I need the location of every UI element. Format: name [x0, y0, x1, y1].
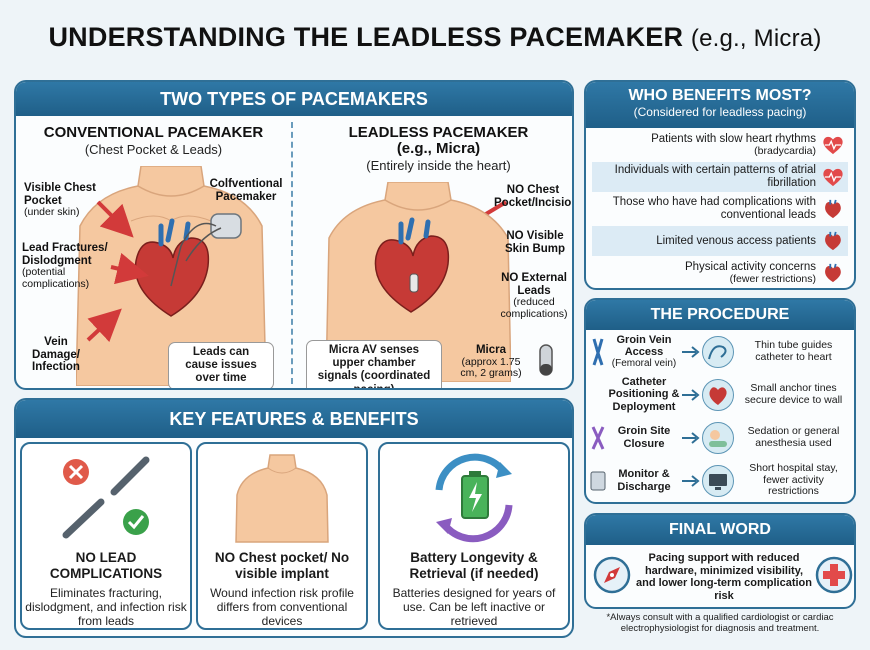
label-lead-fractures: Lead Fractures/ Dislodgment (potential c…: [22, 242, 108, 290]
conventional-callout: Leads can cause issues over time: [168, 342, 274, 388]
procedure-header: THE PROCEDURE: [586, 300, 854, 330]
broken-lead-icon: [62, 456, 150, 539]
procedure-step-detail: Sedation or general anesthesia used: [747, 424, 840, 449]
anatomical-heart-icon: [825, 263, 841, 283]
micra-device-in-heart-icon: [409, 273, 419, 293]
battery-cycle-icon: [435, 453, 513, 543]
heart-rhythm-icon: [823, 136, 843, 155]
heart-anchor-icon: [702, 378, 734, 411]
compass-icon: [593, 556, 631, 594]
feature-card-no-lead: NO LEAD COMPLICATIONS Eliminates fractur…: [20, 442, 192, 630]
who-benefits-header: WHO BENEFITS MOST? (Considered for leadl…: [586, 82, 854, 128]
title-sub: (e.g., Micra): [690, 25, 822, 52]
torso-icon: [235, 454, 329, 543]
feature-title-no-pocket: NO Chest pocket/ No visible implant: [214, 550, 350, 581]
label-no-chest-pocket: NO Chest Pocket/Incision: [494, 184, 574, 209]
procedure-step-detail: Thin tube guides catheter to heart: [754, 338, 833, 363]
who-item: Physical activity concerns(fewer restric…: [592, 258, 848, 288]
label-conventional-pacemaker: Colfventional Pacemaker: [209, 178, 283, 203]
who-item: Patients with slow heart rhythms(bradyca…: [592, 130, 848, 160]
who-item: Individuals with certain patterns of atr…: [592, 162, 848, 192]
who-benefits-panel: WHO BENEFITS MOST? (Considered for leadl…: [584, 80, 856, 290]
label-no-skin-bump: NO Visible Skin Bump: [504, 230, 566, 255]
final-word-text: Pacing support with reduced hardware, mi…: [635, 552, 813, 602]
final-word-panel: FINAL WORD Pacing support with reduced h…: [584, 513, 856, 609]
feature-desc-no-lead: Eliminates fracturing, dislodgment, and …: [25, 586, 187, 628]
catheter-icon: [702, 335, 734, 368]
label-vein-damage: Vein Damage/ Infection: [32, 336, 80, 374]
conventional-heart-icon: [134, 218, 210, 317]
who-subtitle: (Considered for leadless pacing): [633, 105, 807, 120]
procedure-step: Monitor & Discharge Short hospital stay,…: [586, 459, 854, 502]
page-title: UNDERSTANDING THE LEADLESS PACEMAKER (e.…: [0, 22, 870, 53]
who-item: Limited venous access patients: [592, 226, 848, 256]
monitor-screen-icon: [702, 464, 734, 497]
arrow-right-icon: [682, 345, 700, 358]
column-divider: [291, 122, 293, 384]
feature-desc-battery: Batteries designed for years of use. Can…: [392, 586, 556, 628]
label-micra: Micra (approx 1.75 cm, 2 grams): [460, 344, 522, 380]
features-header: KEY FEATURES & BENEFITS: [16, 400, 572, 438]
conventional-subtitle: (Chest Pocket & Leads): [84, 142, 223, 157]
procedure-step-detail: Short hospital stay, fewer activity rest…: [749, 462, 838, 498]
micra-capsule-icon: [539, 344, 553, 376]
anatomical-heart-icon: [825, 231, 841, 251]
arrow-right-icon: [682, 388, 700, 401]
arrow-right-icon: [682, 474, 700, 487]
leadless-heart-icon: [374, 217, 450, 313]
feature-card-no-pocket: NO Chest pocket/ No visible implant Woun…: [196, 442, 368, 630]
vein-icon: [592, 338, 604, 365]
feature-card-battery: Battery Longevity & Retrieval (if needed…: [378, 442, 570, 630]
who-title: WHO BENEFITS MOST?: [628, 87, 812, 104]
arrow-right-icon: [682, 431, 700, 444]
who-item: Those who have had complications with co…: [592, 194, 848, 224]
leadless-subtitle: (Entirely inside the heart): [366, 158, 511, 173]
heart-rhythm-icon: [823, 168, 843, 187]
conventional-title: CONVENTIONAL PACEMAKER: [43, 124, 264, 141]
types-header: TWO TYPES OF PACEMAKERS: [16, 82, 572, 116]
leadless-torso-illustration: [326, 182, 511, 382]
procedure-step: Catheter Positioning & Deployment Small …: [586, 373, 854, 416]
disclaimer: *Always consult with a qualified cardiol…: [606, 612, 834, 635]
procedure-step: Groin Site Closure Sedation or general a…: [586, 416, 854, 459]
procedure-step: Groin Vein Access(Femoral vein) Thin tub…: [586, 330, 854, 373]
features-panel: KEY FEATURES & BENEFITS NO LEAD COMPLICA…: [14, 398, 574, 638]
leadless-callout: Micra AV senses upper chamber signals (c…: [306, 340, 442, 388]
types-panel: TWO TYPES OF PACEMAKERS CONVENTIONAL PAC…: [14, 80, 574, 390]
monitor-device-icon: [590, 471, 606, 490]
final-word-header: FINAL WORD: [586, 515, 854, 545]
sedation-patient-icon: [702, 421, 734, 454]
medical-cross-icon: [815, 556, 853, 594]
pacemaker-device-icon: [210, 213, 242, 239]
groin-closure-icon: [591, 425, 605, 450]
procedure-step-detail: Small anchor tines secure device to wall: [744, 381, 843, 406]
label-no-external-leads: NO External Leads (reduced complications…: [500, 272, 568, 320]
leadless-title: LEADLESS PACEMAKER: [348, 124, 529, 141]
leadless-title-2: (e.g., Micra): [396, 140, 481, 157]
feature-desc-no-pocket: Wound infection risk profile differs fro…: [210, 586, 354, 628]
procedure-panel: THE PROCEDURE Groin Vein Access(Femoral …: [584, 298, 856, 504]
title-main: UNDERSTANDING THE LEADLESS PACEMAKER: [48, 22, 684, 52]
feature-title-no-lead: NO LEAD COMPLICATIONS: [49, 550, 163, 581]
anatomical-heart-icon: [825, 199, 841, 219]
feature-title-battery: Battery Longevity & Retrieval (if needed…: [409, 550, 539, 581]
label-visible-chest-pocket: Visible Chest Pocket (under skin): [24, 182, 97, 219]
